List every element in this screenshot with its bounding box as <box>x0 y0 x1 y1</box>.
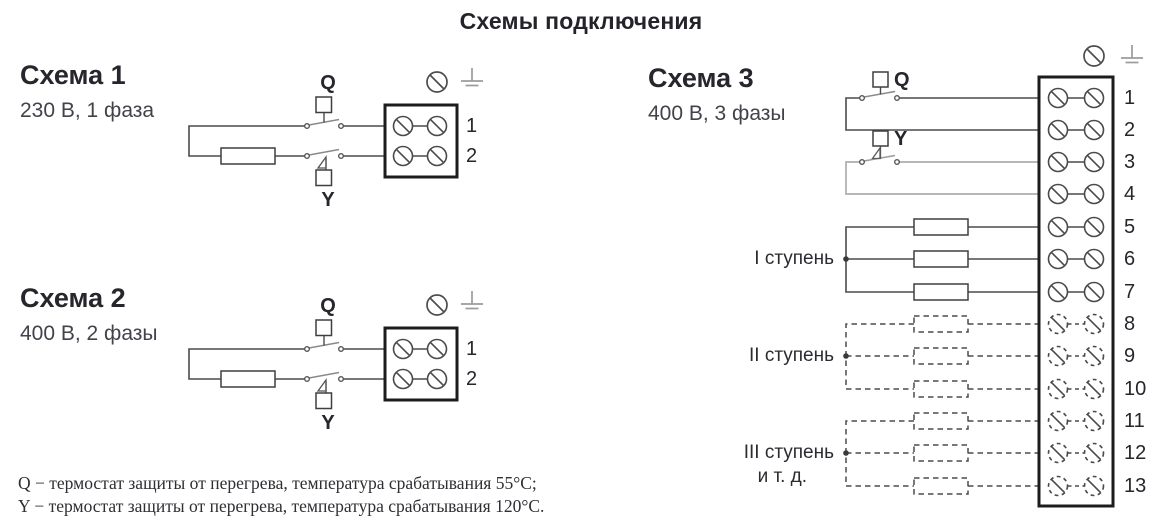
scheme1-subtitle: 230 В, 1 фаза <box>20 99 155 122</box>
scheme3-thermostat-q-label: Q <box>894 69 910 91</box>
thermostat-y-switch <box>845 130 1048 195</box>
terminal-label: 7 <box>1124 281 1136 303</box>
stage1-label: I ступень <box>754 248 834 269</box>
terminal-label: 1 <box>466 115 478 137</box>
terminal-label: 8 <box>1124 313 1136 335</box>
terminal-label: 2 <box>466 368 478 390</box>
scheme3-title: Схема 3 <box>648 63 754 93</box>
scheme3-thermostat-y-label: Y <box>894 128 908 150</box>
terminal-label: 1 <box>1124 87 1136 109</box>
terminal-label: 2 <box>466 145 478 167</box>
stage-etc-label: и т. д. <box>757 466 807 487</box>
stage2-heaters <box>843 315 1048 398</box>
terminal-label: 2 <box>1124 119 1136 141</box>
terminal-label: 6 <box>1124 248 1136 270</box>
terminal-label: 1 <box>466 338 478 360</box>
scheme1-thermostat-q-label: Q <box>320 72 336 94</box>
stage3-heaters <box>843 412 1048 495</box>
terminal-label: 9 <box>1124 345 1136 367</box>
terminal-strip <box>1037 75 1115 508</box>
terminal-label: 3 <box>1124 151 1136 173</box>
terminal-label: 5 <box>1124 216 1136 238</box>
screw-icon <box>1083 45 1105 67</box>
terminal-label: 12 <box>1124 442 1147 464</box>
ground-icon <box>1120 44 1144 64</box>
scheme2-title: Схема 2 <box>20 283 126 313</box>
terminal-label: 10 <box>1124 378 1147 400</box>
terminal-label: 4 <box>1124 183 1136 205</box>
thermostat-q-switch <box>845 71 1048 131</box>
stage1-heaters <box>843 218 1048 301</box>
terminal-label: 13 <box>1124 475 1147 497</box>
terminal-label: 11 <box>1124 410 1145 432</box>
scheme2-thermostat-q-label: Q <box>320 295 336 317</box>
stage2-label: II ступень <box>749 345 834 366</box>
page-title: Схемы подключения <box>459 8 703 34</box>
scheme1-title: Схема 1 <box>20 60 126 90</box>
scheme3-subtitle: 400 В, 3 фазы <box>648 102 786 125</box>
stage3-label: III ступень <box>743 442 834 463</box>
legend-line-q: Q − термостат защиты от перегрева, темпе… <box>18 473 537 493</box>
scheme2-thermostat-y-label: Y <box>321 412 335 434</box>
legend-line-y: Y − термостат защиты от перегрева, темпе… <box>18 496 545 516</box>
scheme3-circuit <box>843 44 1144 508</box>
scheme2-subtitle: 400 В, 2 фазы <box>20 322 158 345</box>
scheme1-thermostat-y-label: Y <box>321 189 335 211</box>
